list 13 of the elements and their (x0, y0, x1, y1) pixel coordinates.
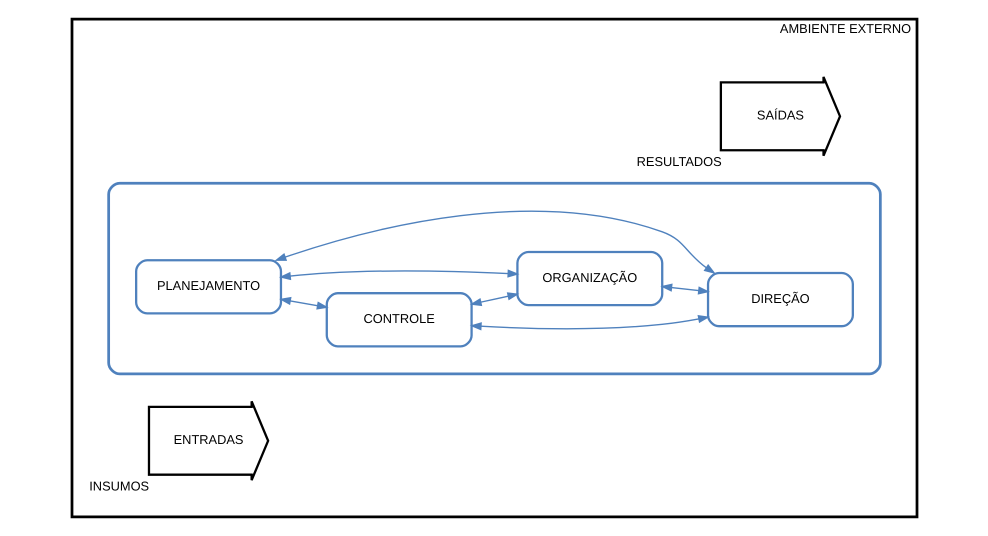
cluster (106, 182, 882, 376)
node-box: PLANEJAMENTO (134, 259, 282, 314)
node-box: ORGANIZAÇÃO (516, 250, 663, 306)
node-label: RESULTADOS (636, 154, 722, 169)
arrow (660, 283, 710, 295)
node-box: DIREÇÃO (706, 272, 854, 328)
arrow (278, 269, 519, 280)
node-label: INSUMOS (88, 478, 149, 494)
node-box: CONTROLE (325, 292, 472, 348)
arrow (274, 210, 716, 274)
arrow (278, 296, 328, 310)
arrow (469, 292, 519, 306)
arrow (469, 314, 710, 330)
